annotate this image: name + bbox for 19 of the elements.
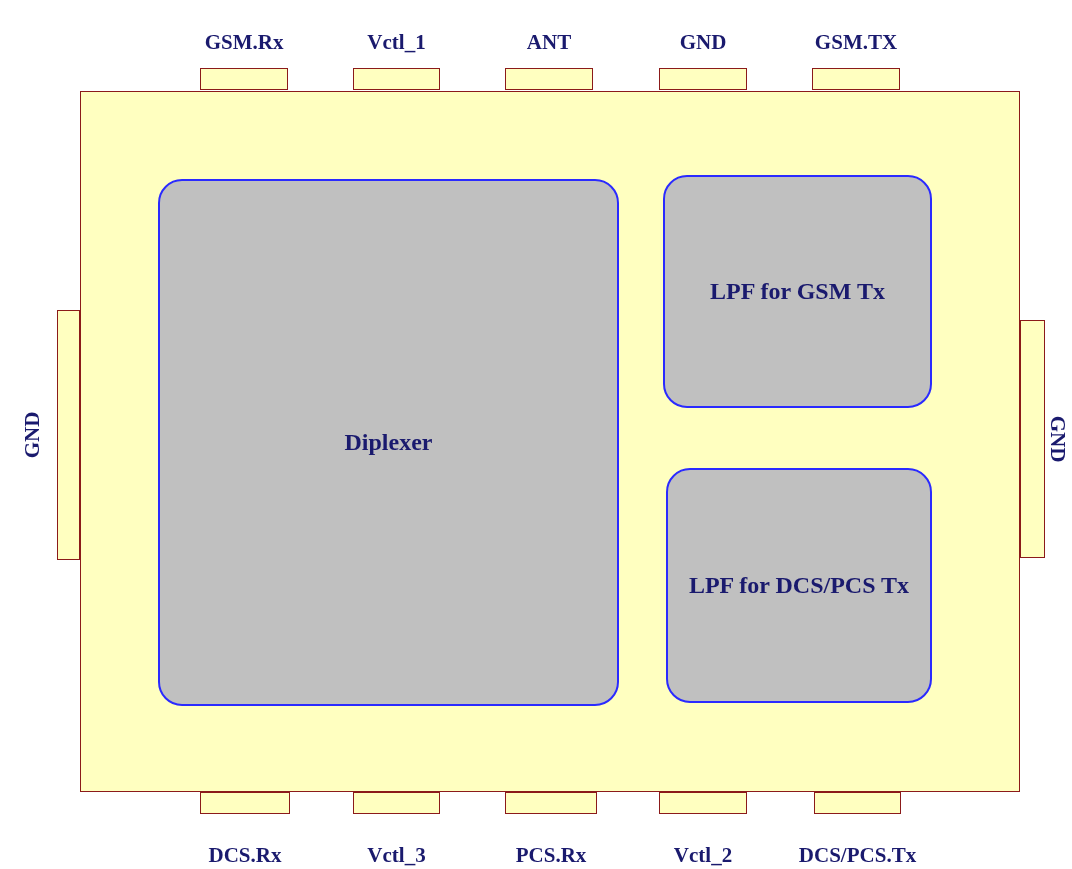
circuit-block — [663, 175, 932, 408]
circuit-block — [666, 468, 932, 703]
package-body — [80, 91, 1020, 792]
pin-label: GND — [679, 30, 727, 54]
pin-label: ANT — [526, 30, 572, 54]
block-label: Diplexer — [344, 429, 433, 456]
pin-label: Vctl_1 — [367, 30, 426, 54]
pin-label: Vctl_2 — [673, 843, 733, 867]
pin-label: Vctl_3 — [367, 843, 426, 867]
pin-label: PCS.Rx — [515, 843, 587, 867]
pin-label: DCS.Rx — [208, 843, 282, 867]
pin-label: GND — [1046, 415, 1070, 463]
pin-label: DCS/PCS.Tx — [798, 843, 917, 867]
circuit-block — [158, 179, 619, 706]
pin-label: GSM.Rx — [204, 30, 284, 54]
block-label: LPF for DCS/PCS Tx — [688, 572, 910, 599]
pin-label: GSM.TX — [814, 30, 898, 54]
pin-label: GND — [20, 411, 44, 459]
block-label: LPF for GSM Tx — [710, 278, 885, 305]
